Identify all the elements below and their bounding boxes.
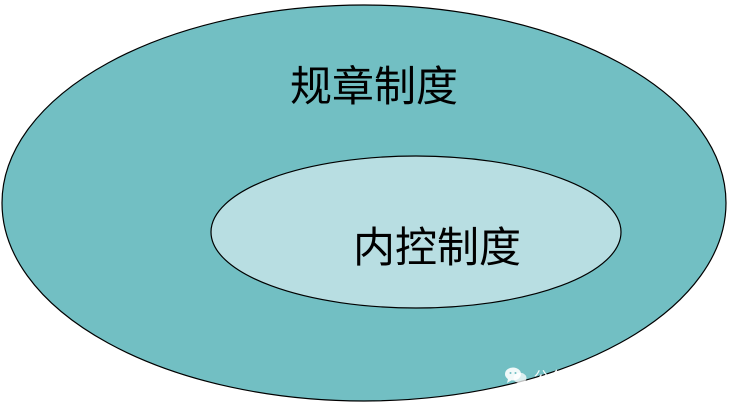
- wechat-icon: [504, 367, 527, 385]
- watermark: 公众号 · 中衡华普管理咨询: [498, 362, 719, 390]
- inner-label: 内控制度: [353, 223, 521, 272]
- watermark-text: 公众号 · 中衡华普管理咨询: [533, 367, 713, 386]
- inner-ellipse-internal-control: [210, 155, 622, 309]
- outer-label: 规章制度: [290, 62, 458, 111]
